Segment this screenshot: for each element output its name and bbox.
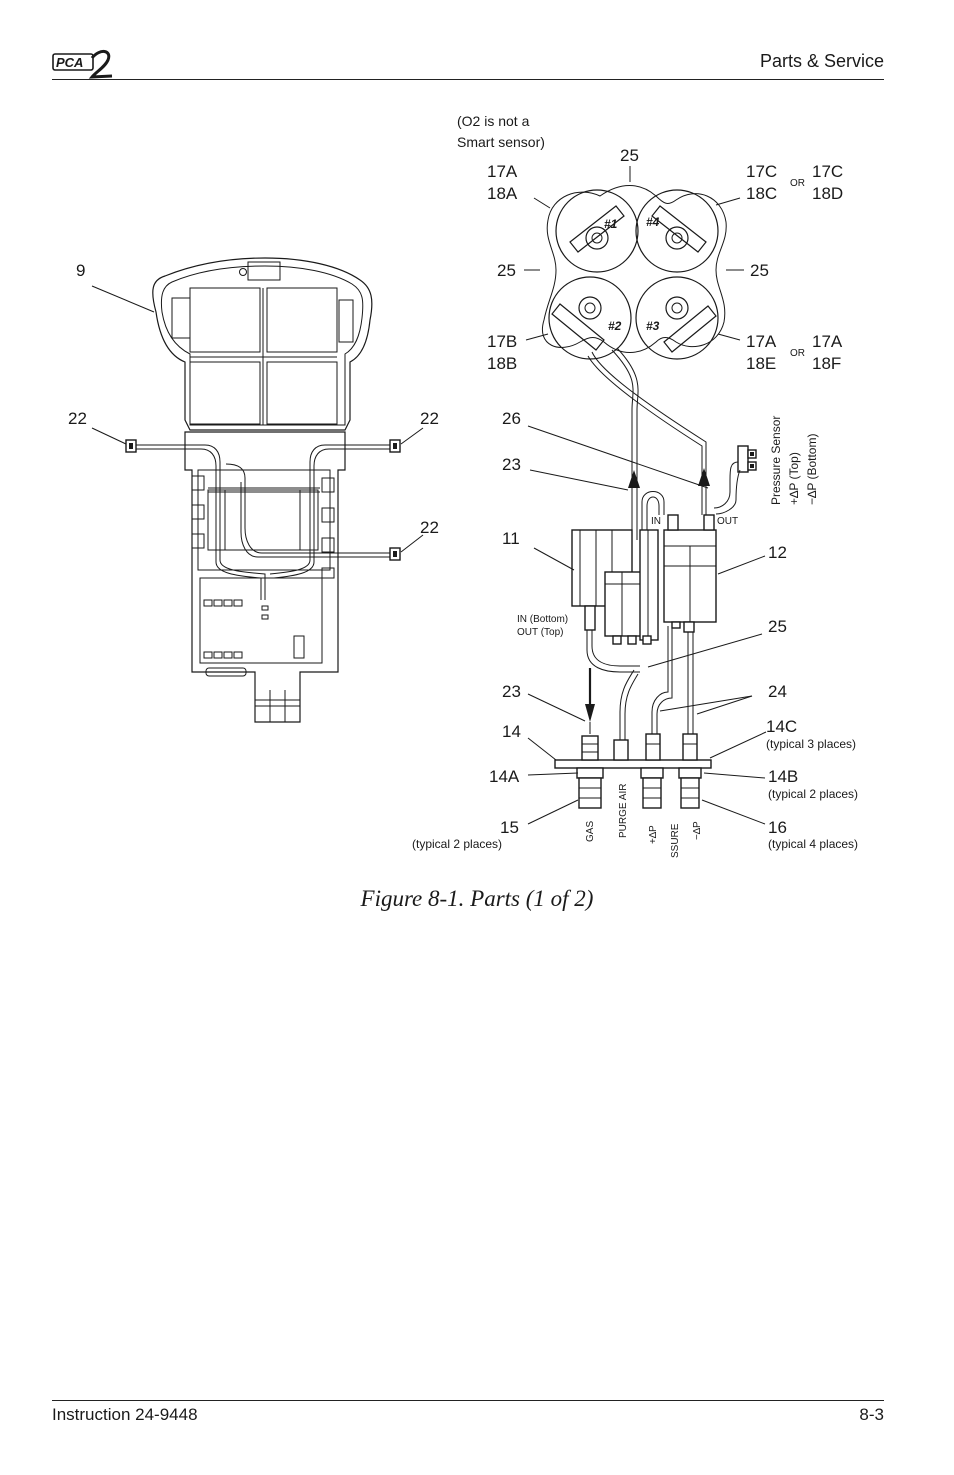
port-purge-air-label: PURGE AIR (618, 784, 629, 838)
pressure-sensor-label: Pressure Sensor (769, 416, 783, 505)
port-tubing (585, 626, 694, 740)
callout-18e: 18E (746, 354, 776, 373)
sensor-manifold (541, 185, 727, 353)
port-plus-dp (640, 733, 664, 809)
callout-23-bottom: 23 (502, 682, 521, 701)
port-gas-label: GAS (585, 821, 596, 842)
parts-diagram: 9 22 22 22 #1 #4 #2 #3 (68, 113, 858, 858)
callout-14a: 14A (489, 767, 520, 786)
callout-9: 9 (76, 261, 85, 280)
callout-22-left: 22 (68, 409, 87, 428)
port-minus-dp-label: −∆P (692, 821, 703, 840)
callout-17a-alt: 17A (812, 332, 843, 351)
bulkhead-plate (554, 759, 712, 769)
page-number: 8-3 (859, 1405, 884, 1424)
typical-2-places-left: (typical 2 places) (412, 837, 502, 851)
figure-caption: Figure 8-1. Parts (1 of 2) (360, 886, 594, 911)
out-top-label: OUT (Top) (517, 627, 564, 638)
port-plus-dp-label: +∆P (648, 825, 659, 844)
callout-16: 16 (768, 818, 787, 837)
callout-15: 15 (500, 818, 519, 837)
section-title: Parts & Service (759, 51, 884, 71)
callout-22-lower: 22 (420, 518, 439, 537)
dp-bottom-label: −∆P (Bottom) (805, 434, 819, 505)
callout-22-right: 22 (420, 409, 439, 428)
sensor-1: #1 (555, 189, 639, 273)
callout-18b: 18B (487, 354, 517, 373)
callout-25-right: 25 (750, 261, 769, 280)
sensor-4-label: #4 (646, 215, 660, 229)
instruction-number: Instruction 24-9448 (52, 1405, 198, 1424)
callout-25-left: 25 (497, 261, 516, 280)
port-minus-dp (678, 733, 702, 809)
fitting-22-lower (389, 547, 401, 561)
port-purge-air (613, 739, 629, 761)
callout-18c: 18C (746, 184, 777, 203)
sensor-3-label: #3 (646, 319, 660, 333)
component-12 (663, 514, 717, 633)
callout-14: 14 (502, 722, 521, 741)
analyzer-housing (152, 257, 373, 723)
port-gas (576, 735, 604, 809)
or-text: OR (790, 178, 805, 189)
internal-tubing (128, 444, 400, 600)
sample-tubing (587, 347, 710, 540)
callout-17b: 17B (487, 332, 517, 351)
callout-24: 24 (768, 682, 787, 701)
sensor-2: #2 (548, 276, 632, 360)
sensor-2-label: #2 (608, 319, 622, 333)
o2-note-line2: Smart sensor) (457, 134, 545, 150)
dp-top-label: +∆P (Top) (787, 452, 801, 505)
typical-4-places: (typical 4 places) (768, 837, 858, 851)
callout-17a-right: 17A (746, 332, 777, 351)
callout-17c: 17C (746, 162, 777, 181)
out-label: OUT (717, 516, 738, 527)
fitting-22-left (125, 439, 137, 453)
svg-text:PCA: PCA (56, 55, 83, 70)
callout-14c: 14C (766, 717, 797, 736)
in-bottom-label: IN (Bottom) (517, 614, 568, 625)
sensor-3: #3 (635, 276, 719, 360)
sensor-1-label: #1 (604, 217, 618, 231)
typical-2-places-right: (typical 2 places) (768, 787, 858, 801)
callout-18d: 18D (812, 184, 843, 203)
callout-25-mid: 25 (768, 617, 787, 636)
or-text: OR (790, 348, 805, 359)
sensor-4: #4 (635, 189, 719, 273)
footer-rule (52, 1400, 884, 1401)
callout-18a: 18A (487, 184, 518, 203)
callout-17c-alt: 17C (812, 162, 843, 181)
o2-note-line1: (O2 is not a (457, 113, 530, 129)
callout-26: 26 (502, 409, 521, 428)
pca2-logo-icon: PCA (52, 50, 113, 79)
callout-11: 11 (502, 529, 520, 548)
callout-25-top: 25 (620, 146, 639, 165)
header-rule (52, 79, 884, 80)
in-label: IN (651, 516, 661, 527)
callout-23-top: 23 (502, 455, 521, 474)
typical-3-places: (typical 3 places) (766, 737, 856, 751)
component-11 (571, 529, 659, 645)
callout-12: 12 (768, 543, 787, 562)
fitting-22-right (389, 439, 401, 453)
callout-18f: 18F (812, 354, 841, 373)
callout-17a: 17A (487, 162, 518, 181)
callout-14b: 14B (768, 767, 798, 786)
pressure-sensor (713, 445, 757, 515)
port-ssure-label: SSURE (670, 823, 681, 858)
